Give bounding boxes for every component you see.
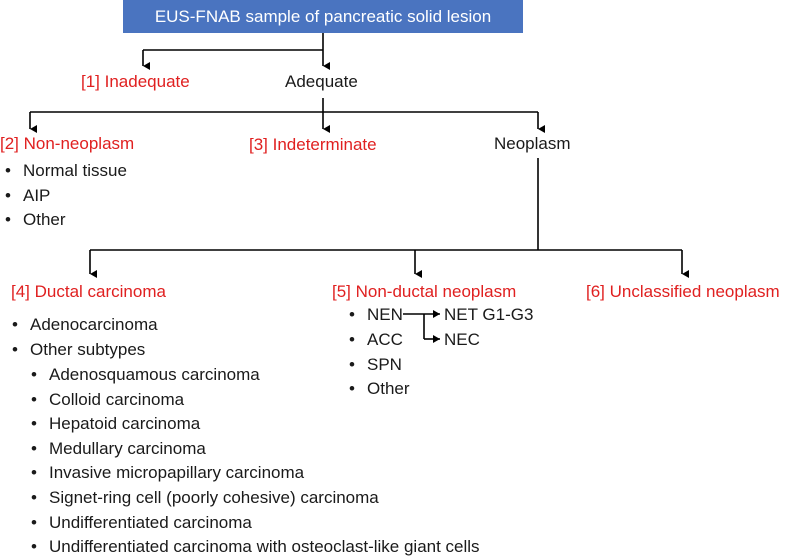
- ductal-subtype-item: Signet-ring cell (poorly cohesive) carci…: [31, 488, 379, 508]
- inadequate-node: [1] Inadequate: [81, 72, 190, 91]
- root-node-box: EUS-FNAB sample of pancreatic solid lesi…: [123, 0, 523, 33]
- ductal-item: Adenocarcinoma: [12, 315, 158, 335]
- non-ductal-neoplasm-node: [5] Non-ductal neoplasm: [332, 282, 517, 301]
- ductal-subtype-item: Invasive micropapillary carcinoma: [31, 463, 304, 483]
- non-ductal-item: NEN: [349, 305, 403, 325]
- ductal-subtype-item: Hepatoid carcinoma: [31, 414, 200, 434]
- non-neoplasm-node: [2] Non-neoplasm: [0, 134, 135, 153]
- nen-subtype-net: NET G1-G3: [444, 305, 534, 324]
- neoplasm-node: Neoplasm: [494, 134, 571, 153]
- adequate-node: Adequate: [285, 72, 358, 91]
- non-ductal-item: SPN: [349, 355, 402, 375]
- indeterminate-node: [3] Indeterminate: [249, 135, 377, 154]
- ductal-carcinoma-node: [4] Ductal carcinoma: [11, 282, 166, 301]
- non-neoplasm-item: Normal tissue: [5, 161, 127, 181]
- ductal-subtype-item: Adenosquamous carcinoma: [31, 365, 260, 385]
- non-ductal-item: ACC: [349, 330, 403, 350]
- ductal-item: Other subtypes: [12, 340, 145, 360]
- ductal-subtype-item: Undifferentiated carcinoma with osteocla…: [31, 537, 480, 557]
- nen-subtype-nec: NEC: [444, 330, 480, 349]
- unclassified-neoplasm-node: [6] Unclassified neoplasm: [586, 282, 780, 301]
- non-ductal-item: Other: [349, 379, 409, 399]
- non-neoplasm-item: Other: [5, 210, 65, 230]
- ductal-subtype-item: Medullary carcinoma: [31, 439, 206, 459]
- ductal-subtype-item: Undifferentiated carcinoma: [31, 513, 252, 533]
- non-neoplasm-item: AIP: [5, 186, 51, 206]
- ductal-subtype-item: Colloid carcinoma: [31, 390, 184, 410]
